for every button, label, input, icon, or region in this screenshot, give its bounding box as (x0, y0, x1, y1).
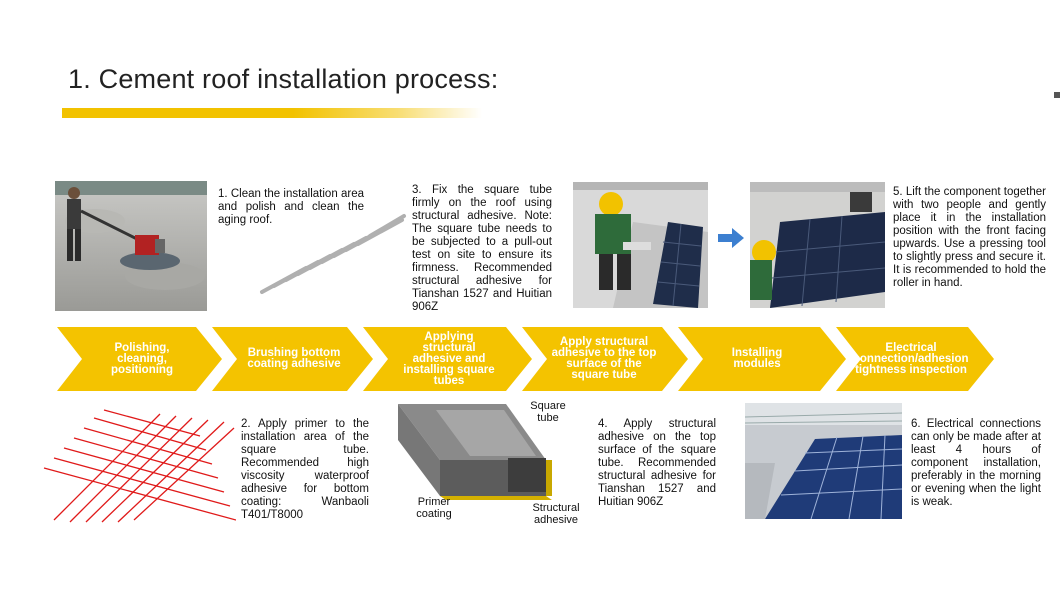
chevron-arrow-icon (522, 327, 688, 391)
step-6-text: 6. Electrical connections can only be ma… (911, 418, 1041, 508)
label-primer-coating: Primer coating (416, 496, 452, 520)
arrow-label-bottom-coating: Brushing bottom coating adhesive (247, 347, 341, 370)
arrow-label-polishing: Polishing, cleaning, positioning (111, 341, 173, 376)
step-5-text: 5. Lift the component together with two … (893, 186, 1046, 289)
title-underline (62, 108, 482, 118)
label-square-tube: Square tube (530, 400, 566, 424)
square-tubes-illustration (258, 206, 408, 296)
module-install-photo (573, 182, 708, 308)
step-1-text: 1. Clean the installation area and polis… (218, 188, 364, 226)
step-3-text: 3. Fix the square tube firmly on the roo… (412, 184, 552, 313)
arrow-label-modules: Installing modules (731, 347, 783, 370)
polishing-photo (55, 181, 207, 311)
module-placement-photo (750, 182, 885, 308)
chevron-arrow-icon (836, 327, 994, 391)
solar-panels-photo (745, 403, 902, 519)
chevron-arrow-icon (678, 327, 846, 391)
primer-lines-illustration (40, 408, 237, 524)
square-tube-diagram (396, 400, 556, 500)
chevron-arrow-icon (57, 327, 222, 391)
label-structural-adhesive: Structural adhesive (532, 502, 580, 526)
arrow-label-top-surface: Apply structural adhesive to the top sur… (551, 336, 657, 381)
page-title: 1. Cement roof installation process: (68, 64, 499, 94)
arrow-label-electrical: Electrical connection/adhesion tightness… (853, 341, 969, 376)
chevron-arrow-icon (212, 327, 373, 391)
page-edge-marker (1054, 92, 1060, 98)
step-2-text: 2. Apply primer to the installation area… (241, 418, 369, 521)
step-4-text: 4. Apply structural adhesive on the top … (598, 418, 716, 508)
right-arrow-icon (718, 228, 744, 248)
chevron-arrow-icon (363, 327, 532, 391)
arrow-label-square-tubes: Applying structural adhesive and install… (403, 330, 495, 387)
